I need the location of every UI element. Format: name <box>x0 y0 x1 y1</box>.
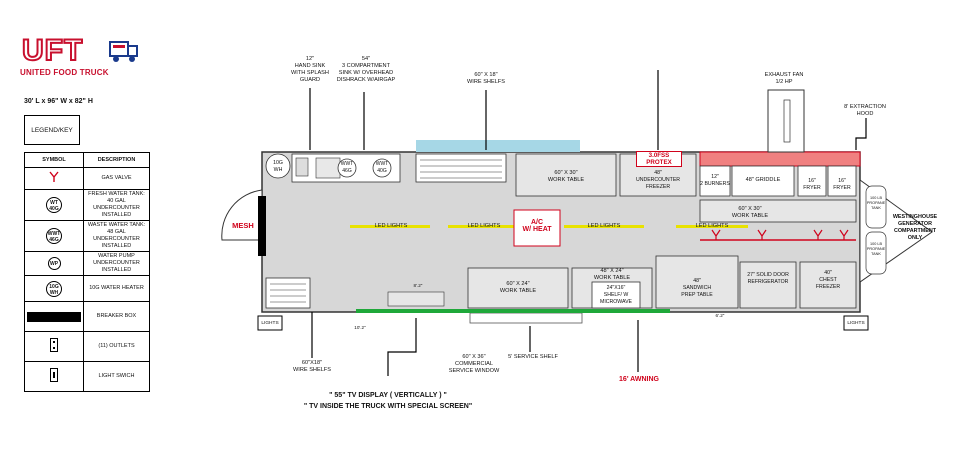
led-lights-label-1: LED LIGHTS <box>374 223 408 229</box>
waste-water-tank-symbol: WWT 46G <box>46 228 62 244</box>
chest-freezer-label: 40" CHEST FREEZER <box>815 270 841 290</box>
gas-valve-icon <box>49 171 59 182</box>
work-table-right-label: 60" X 30" WORK TABLE <box>731 206 769 219</box>
fryer-1 <box>797 165 827 197</box>
dimension-label-1: 8'.2" <box>413 283 423 288</box>
wwt-tank-1 <box>337 158 357 178</box>
legend-key-box: LEGEND/KEY <box>24 115 80 145</box>
legend-header-row: SYMBOL DESCRIPTION <box>24 152 150 168</box>
legend-table: SYMBOL DESCRIPTION GAS VALVE WT 40G FRES… <box>24 152 150 392</box>
legend-row: WP WATER PUMP UNDERCOUNTER INSTALLED <box>24 251 150 276</box>
legend-desc-fresh-water: FRESH WATER TANK: 40 GAL UNDERCOUNTER IN… <box>83 189 150 221</box>
refrigerator-label: 27" SOLID DOOR REFRIGERATOR <box>747 272 789 285</box>
truck-dimensions: 30' L x 96" W x 82" H <box>24 98 93 105</box>
compartment-sink-label: 54" 3 COMPARTMENT SINK W/ OVERHEAD DISHR… <box>336 56 396 83</box>
legend-row: LIGHT SWICH <box>24 361 150 392</box>
work-table-top <box>515 153 617 197</box>
legend-row: 10G WH 10G WATER HEATER <box>24 275 150 302</box>
outlet-icon <box>50 338 58 352</box>
wire-shelf-top-label: 60" X 18" WIRE SHELFS <box>467 72 505 85</box>
wwt-tank-2 <box>372 158 392 178</box>
work-table-bottom <box>467 267 569 309</box>
work-table-top-label: 60" X 30" WORK TABLE <box>547 170 585 183</box>
propane-tank-1 <box>865 185 887 229</box>
tv-display-line2: " TV INSIDE THE TRUCK WITH SPECIAL SCREE… <box>303 403 473 410</box>
sandwich-table-label: 48" SANDWICH PREP TABLE <box>681 278 713 298</box>
lights-box-right <box>843 315 869 331</box>
truck-icon <box>109 41 138 62</box>
work-table-small-label: 48" X 24" WORK TABLE <box>593 268 631 281</box>
led-lights-label-4: LED LIGHTS <box>695 223 729 229</box>
wwt-tank-2-label: WWT 40G <box>375 161 389 174</box>
door-swing <box>221 189 263 241</box>
chest-freezer <box>799 261 857 309</box>
led-lights-label-2: LED LIGHTS <box>467 223 501 229</box>
propane-tank-2-label: 100 LB PROPANE TANK <box>866 242 886 256</box>
wire-shelf-left <box>265 277 311 309</box>
mesh-label: MESH <box>232 221 254 230</box>
fresh-water-tank-symbol: WT 40G <box>46 197 62 213</box>
ac-unit <box>513 209 561 247</box>
water-heater-symbol: 10G WH <box>46 280 62 297</box>
tv-display-line1: " 55" TV DISPLAY ( VERTICALLY ) " <box>329 392 447 399</box>
burners-label: 12" 2 BURNERS <box>700 174 730 187</box>
breaker-box-icon <box>27 311 81 322</box>
legend-desc-waste-water: WASTE WATER TANK: 48 GAL UNDERCOUNTER IN… <box>83 220 150 252</box>
led-lights-label-3: LED LIGHTS <box>587 223 621 229</box>
fryer-1-label: 16" FRYER <box>803 178 821 191</box>
generator-label: WESTINGHOUSE GENERATOR COMPARTMENT ONLY <box>892 214 938 241</box>
legend-row: WT 40G FRESH WATER TANK: 40 GAL UNDERCOU… <box>24 189 150 221</box>
wire-shelf-top <box>415 153 507 183</box>
legend-desc-breaker-box: BREAKER BOX <box>83 301 150 332</box>
ac-label: A/C W/ HEAT <box>522 219 552 233</box>
propane-tank-1-label: 100 LB PROPANE TANK <box>866 196 886 210</box>
logo-subtitle: UNITED FOOD TRUCK <box>20 68 109 77</box>
light-switch-icon <box>50 368 58 382</box>
breaker-box <box>258 196 266 256</box>
fryer-2-label: 16" FRYER <box>833 178 851 191</box>
service-shelf <box>387 291 445 307</box>
awning-label: 16' AWNING <box>619 376 659 383</box>
water-heater-label: 10G WH <box>273 160 283 173</box>
water-pump-symbol: WP <box>47 257 61 270</box>
water-heater <box>265 153 291 179</box>
refrigerator <box>739 261 797 309</box>
lights-label-left: LIGHTS <box>261 321 279 326</box>
fryer-2 <box>827 165 857 197</box>
window-top <box>416 140 580 152</box>
undercounter-freezer-label: 48" UNDERCOUNTER FREEZER <box>635 170 681 190</box>
microwave-shelf-label: 24"X16" SHELF/ W MICROWAVE <box>600 285 632 305</box>
wwt-tank-1-label: WWT 46G <box>340 161 354 174</box>
burners <box>699 165 731 197</box>
service-shelf-label: 5' SERVICE SHELF <box>508 354 558 360</box>
lights-box-left <box>257 315 283 331</box>
protex-label: 3.0FSS PROTEX <box>636 151 682 167</box>
service-window <box>469 312 583 324</box>
company-logo: UFT UNITED FOOD TRUCK <box>18 33 140 80</box>
extraction-hood <box>699 151 861 167</box>
dimension-label-2: 10'.2" <box>354 325 366 330</box>
dimension-label-3: 6'.2" <box>715 313 725 318</box>
lights-label-right: LIGHTS <box>847 321 865 326</box>
propane-tank-2 <box>865 231 887 275</box>
legend-row: WWT 46G WASTE WATER TANK: 48 GAL UNDERCO… <box>24 220 150 252</box>
logo-letters: UFT <box>21 33 84 68</box>
service-window-label: 60" X 36" COMMERCIAL SERVICE WINDOW <box>448 354 500 374</box>
work-table-right <box>699 199 857 223</box>
griddle <box>731 165 795 197</box>
legend-desc-light-switch: LIGHT SWICH <box>83 361 150 392</box>
hand-sink-label: 12" HAND SINK WITH SPLASH GUARD <box>291 56 329 83</box>
sandwich-prep-table <box>655 255 739 309</box>
work-table-bottom-label: 60" X 24" WORK TABLE <box>499 281 537 294</box>
legend-row: BREAKER BOX <box>24 301 150 332</box>
awning-line <box>356 309 670 313</box>
griddle-label: 48" GRIDDLE <box>745 177 781 183</box>
wire-shelf-bottom-label: 60"X18" WIRE SHELFS <box>293 360 331 373</box>
exhaust-fan-label: EXHAUST FAN 1/2 HP <box>764 72 804 85</box>
extraction-hood-label: 8' EXTRACTION HOOD <box>844 104 886 117</box>
microwave-shelf <box>591 281 641 309</box>
